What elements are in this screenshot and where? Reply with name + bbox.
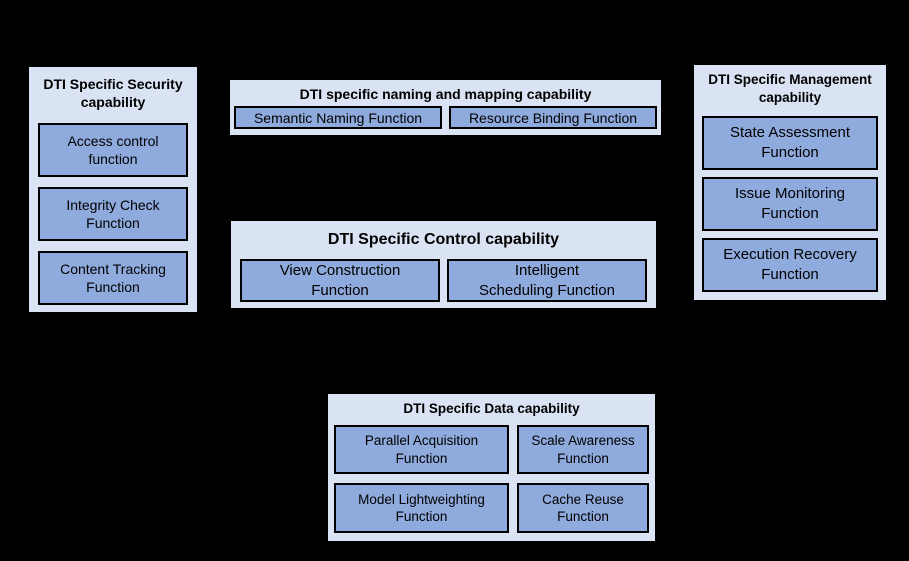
function-list-control: View Construction Function Intelligent S… [240,259,647,303]
group-title-control: DTI Specific Control capability [327,231,560,248]
function-list-naming-mapping: Semantic Naming Function Resource Bindin… [234,106,657,129]
function-box-access-control: Access control function [38,122,188,177]
function-box-semantic-naming: Semantic Naming Function [234,106,442,129]
function-box-resource-binding: Resource Binding Function [449,106,657,129]
function-box-cache-reuse: Cache Reuse Function [517,483,649,533]
group-title-management: DTI Specific Management capability [708,72,872,105]
function-box-state-assessment: State Assessment Function [702,115,878,170]
group-title-security: DTI Specific Security capability [43,76,183,111]
function-box-execution-recovery: Execution Recovery Function [702,237,878,292]
function-box-view-construction: View Construction Function [240,259,440,303]
function-box-parallel-acquisition: Parallel Acquisition Function [334,424,509,475]
function-box-intelligent-scheduling: Intelligent Scheduling Function [447,259,647,303]
group-security-capability: DTI Specific Security capability Access … [27,65,199,314]
group-title-naming-mapping: DTI specific naming and mapping capabili… [299,86,592,102]
function-box-model-lightweighting: Model Lightweighting Function [334,483,509,533]
function-list-management: State Assessment Function Issue Monitori… [702,115,878,292]
function-box-integrity-check: Integrity Check Function [38,186,188,241]
group-title-data: DTI Specific Data capability [403,401,580,416]
function-list-data: Parallel Acquisition Function Scale Awar… [334,424,649,533]
group-control-capability: DTI Specific Control capability View Con… [229,219,658,310]
function-box-issue-monitoring: Issue Monitoring Function [702,176,878,231]
group-management-capability: DTI Specific Management capability State… [692,63,888,302]
group-naming-mapping-capability: DTI specific naming and mapping capabili… [228,78,663,137]
function-box-scale-awareness: Scale Awareness Function [517,424,649,475]
function-box-content-tracking: Content Tracking Function [38,250,188,305]
function-list-security: Access control function Integrity Check … [38,122,188,305]
group-data-capability: DTI Specific Data capability Parallel Ac… [326,392,657,543]
